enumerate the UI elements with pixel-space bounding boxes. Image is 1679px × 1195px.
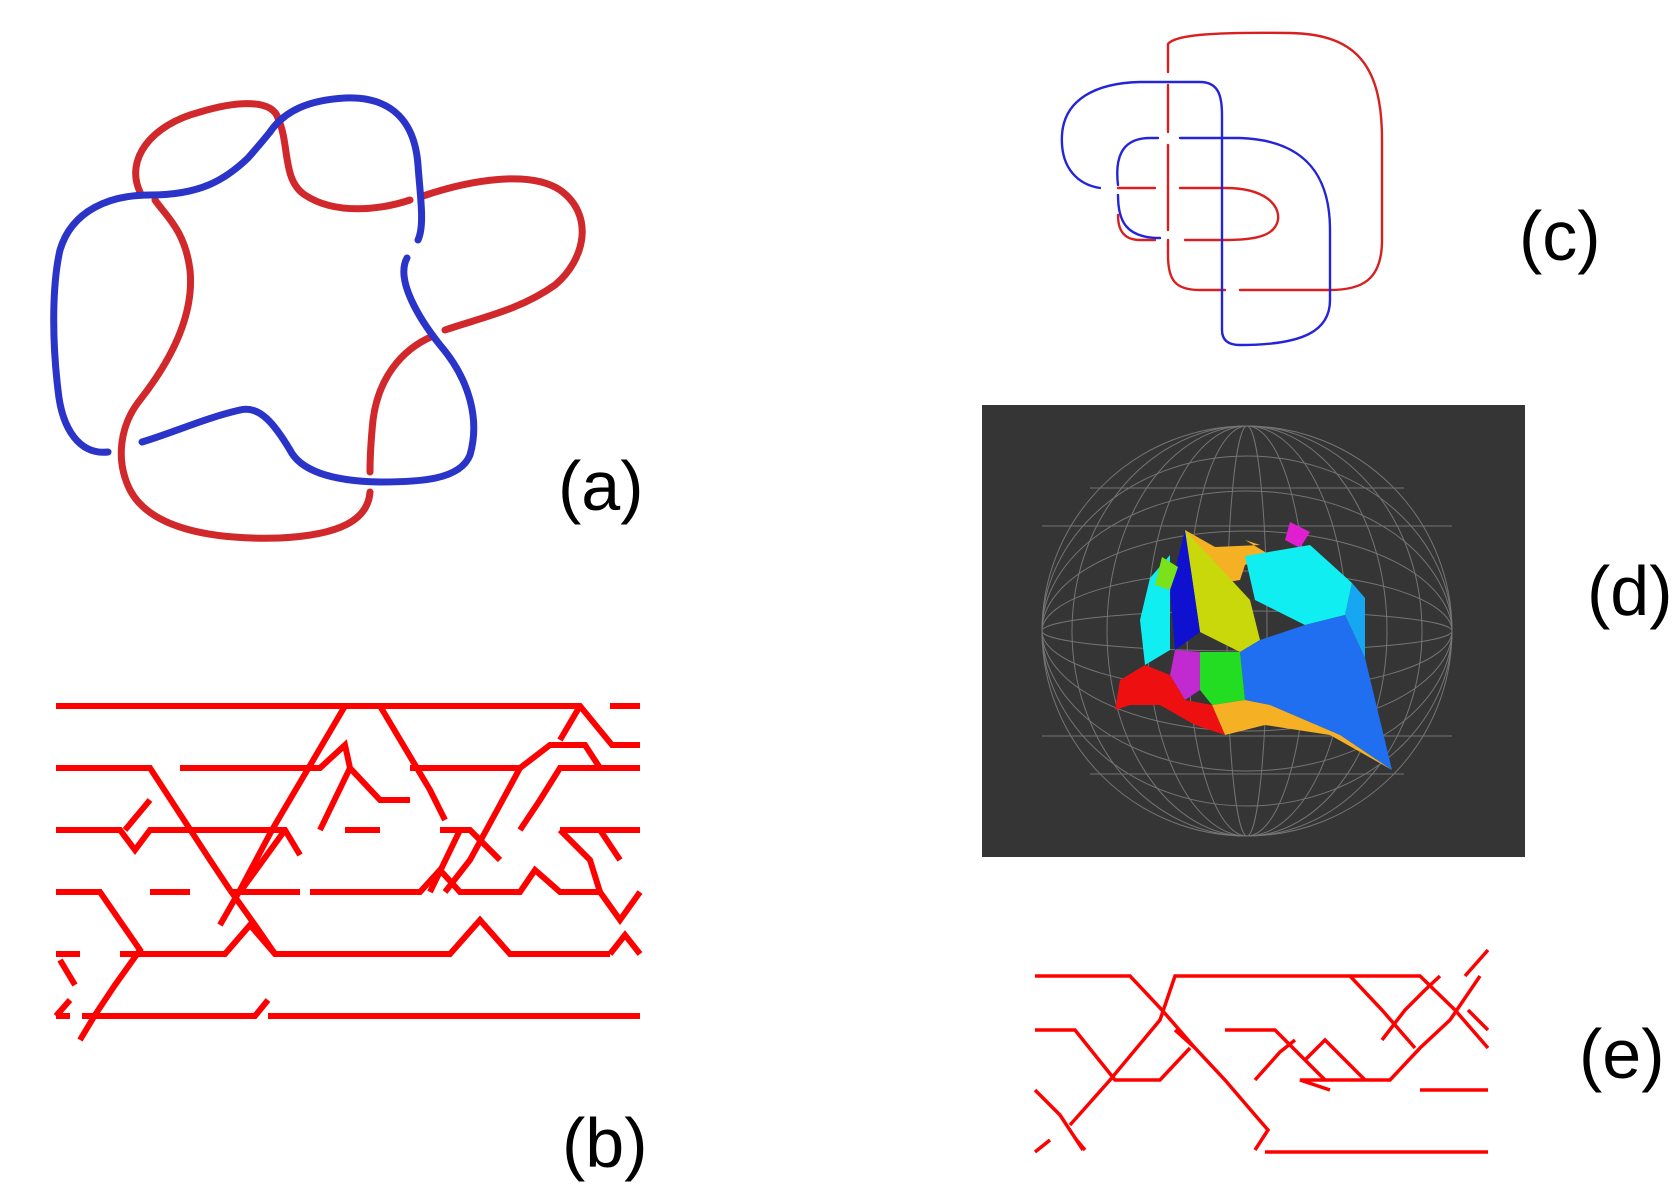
label-e: (e) — [1579, 1015, 1665, 1093]
panel-c-blue-strand — [1060, 80, 1332, 347]
label-a: (a) — [558, 447, 644, 525]
panel-a-blue-strand — [50, 94, 478, 486]
panel-c-red-strand — [1116, 31, 1384, 292]
panel-c-link-diagram — [1060, 31, 1384, 347]
panel-d-render — [982, 405, 1525, 857]
panel-d-polyhedral-surface — [1115, 522, 1392, 770]
label-b: (b) — [562, 1104, 648, 1182]
label-c: (c) — [1519, 197, 1601, 275]
panel-a-link-diagram — [50, 94, 586, 542]
label-d: (d) — [1587, 552, 1673, 630]
panel-b-braid — [53, 703, 643, 1042]
panel-a-red-strand — [117, 100, 586, 542]
panel-e-braid — [1033, 948, 1490, 1154]
